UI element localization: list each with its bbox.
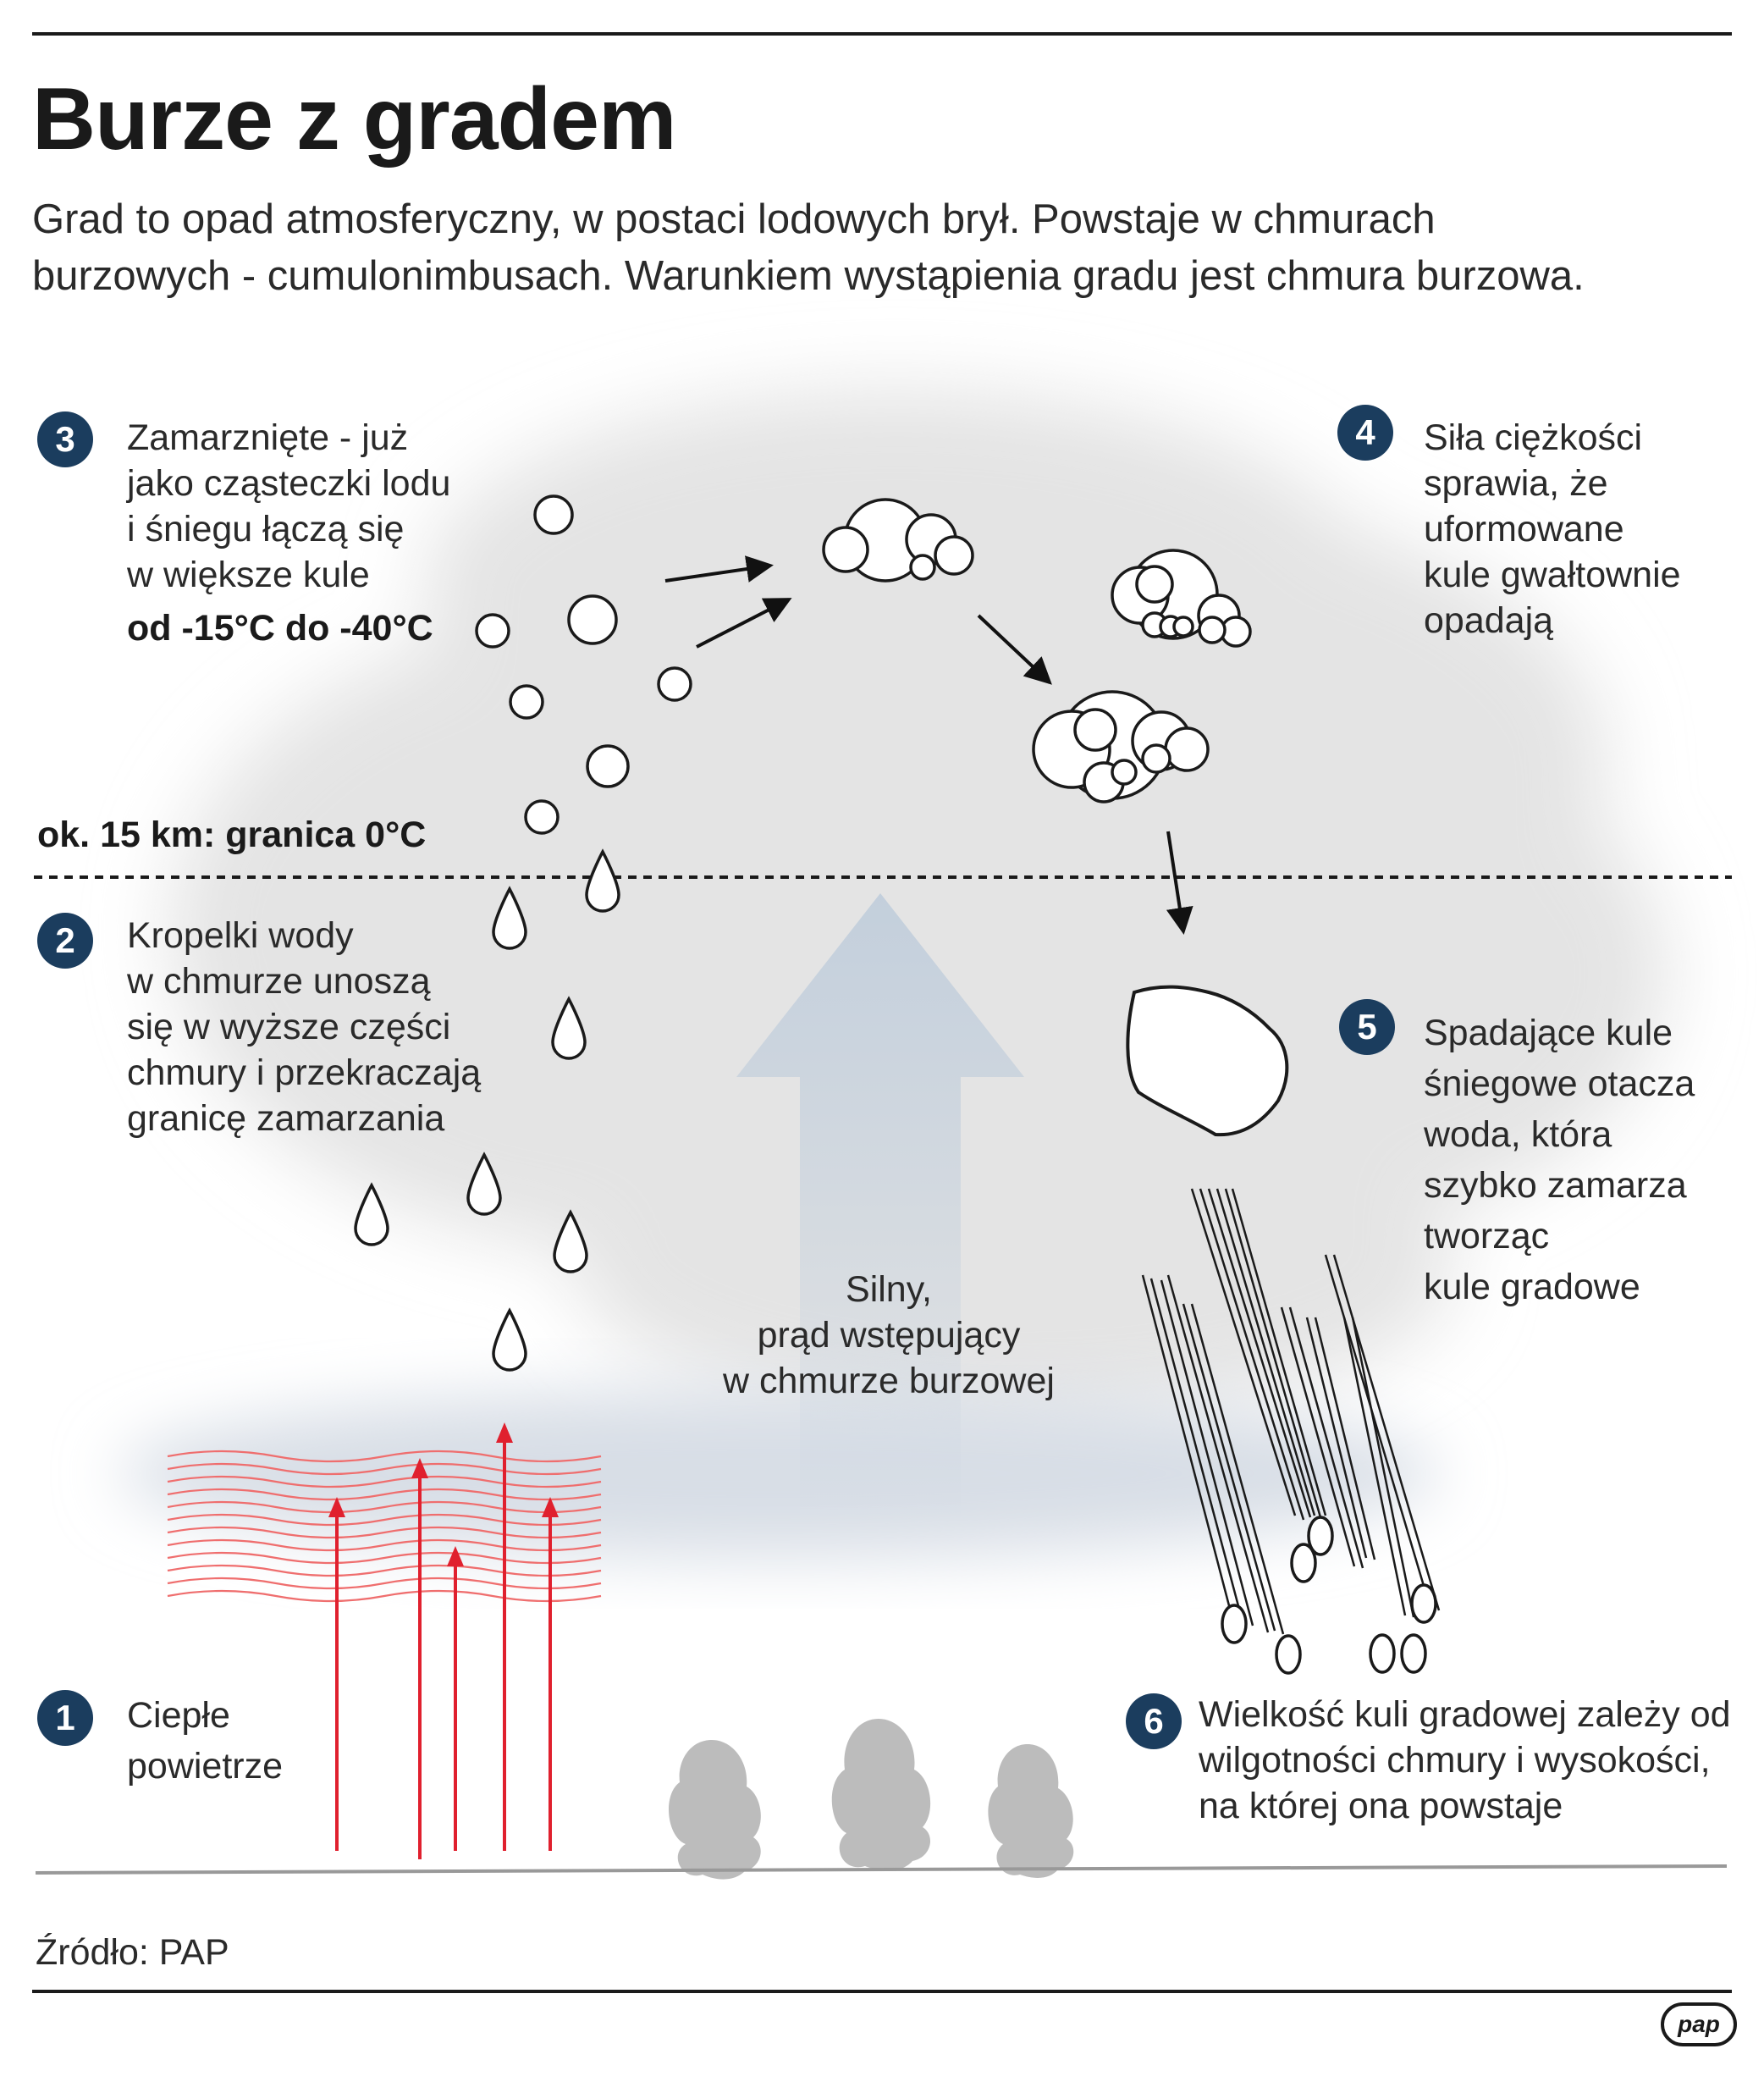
snowball-cluster-icon <box>1032 690 1210 804</box>
updraft-label: Silny, prąd wstępujący w chmurze burzowe… <box>723 1269 1055 1401</box>
top-rule <box>32 32 1732 36</box>
hailstone-icon <box>1221 1516 1437 1675</box>
updraft-arrow <box>736 893 1024 1524</box>
heat-wave-icon <box>167 1450 602 1603</box>
hailstone-icon <box>1126 985 1289 1137</box>
water-droplet-icon <box>354 848 620 1372</box>
snowball-cluster-icon <box>822 498 974 583</box>
warm-air-arrows <box>328 1422 559 1859</box>
ground-line <box>35 1864 1728 1875</box>
arrow-icon <box>664 555 1193 935</box>
hail-fall-streaks <box>1141 1188 1441 1635</box>
step-4-badge: 4 <box>1337 405 1393 461</box>
step-6-badge: 6 <box>1126 1693 1182 1749</box>
intro-text: Grad to opad atmosferyczny, w postaci lo… <box>32 196 1585 299</box>
tree-icon <box>669 1740 761 1880</box>
snowball-cluster-icon <box>1111 549 1252 648</box>
ice-particle-icon <box>475 494 692 835</box>
bottom-rule <box>32 1990 1732 1993</box>
step-1-text: Ciepłe powietrze <box>127 1695 284 1787</box>
step-5-badge: 5 <box>1339 999 1395 1055</box>
page-title: Burze z gradem <box>32 70 676 168</box>
step-4-text: Siła ciężkości sprawia, że uformowane ku… <box>1424 417 1681 641</box>
step-3-text: Zamarznięte - już jako cząsteczki lodu i… <box>127 417 451 595</box>
step-2-text: Kropelki wody w chmurze unoszą się w wyż… <box>127 915 482 1139</box>
source-label: Źródło: PAP <box>36 1932 229 1973</box>
pap-logo: pap <box>1661 2002 1737 2046</box>
step-1-badge: 1 <box>37 1690 93 1746</box>
step-3-temperature: od -15°C do -40°C <box>127 608 433 649</box>
tree-icon <box>831 1719 931 1871</box>
step-6-text: Wielkość kuli gradowej zależy od wilgotn… <box>1199 1694 1731 1826</box>
step-5-text: Spadające kule śniegowe otacza woda, któ… <box>1424 1013 1695 1307</box>
step-3-badge: 3 <box>37 411 93 467</box>
freezing-boundary-label: ok. 15 km: granica 0°C <box>37 815 427 855</box>
step-2-badge: 2 <box>37 913 93 969</box>
tree-icon <box>988 1744 1074 1878</box>
